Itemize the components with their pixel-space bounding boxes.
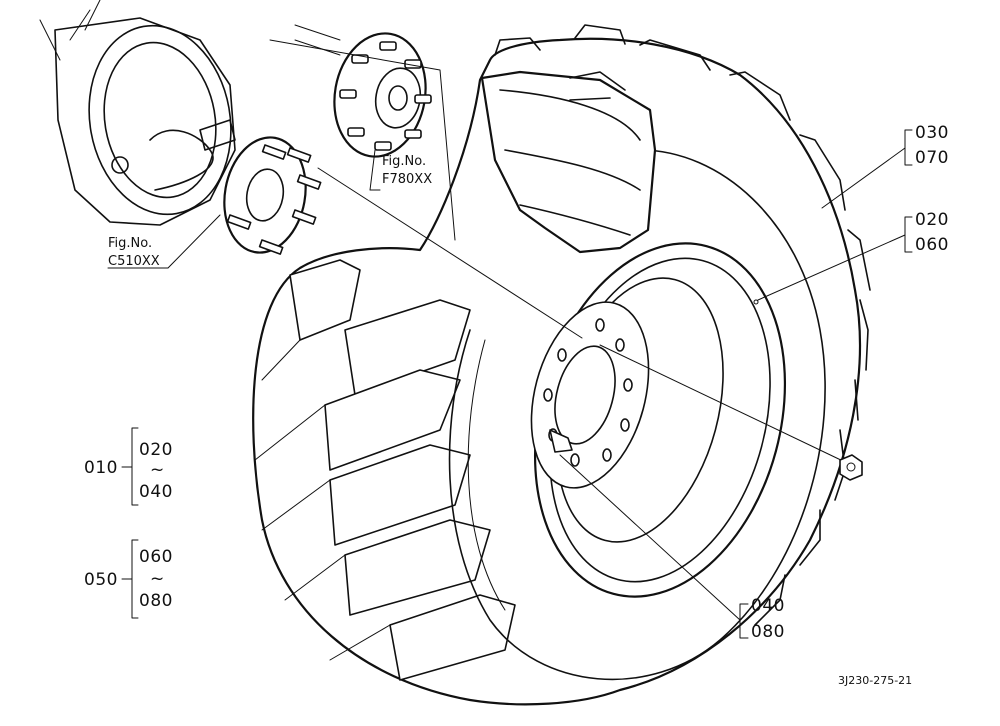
group-010-code: 010 — [84, 458, 118, 478]
callout-080: 080 — [751, 622, 785, 642]
group-050-code: 050 — [84, 570, 118, 590]
wheel-hub-icon — [294, 24, 432, 158]
ref-c510-label: Fig.No. — [108, 236, 152, 251]
group-010-from: 020 — [139, 440, 173, 460]
tire-cutaway — [480, 70, 657, 254]
ref-c510-code: C510XX — [108, 254, 160, 269]
callout-030: 030 — [915, 123, 949, 143]
callout-060: 060 — [915, 235, 949, 255]
wheel-rim-icon — [530, 242, 787, 598]
callout-040: 040 — [751, 596, 785, 616]
group-050-tilde: ~ — [150, 569, 165, 589]
group-050-from: 060 — [139, 547, 173, 567]
axle-hub-icon — [39, 0, 322, 255]
drawing-code: 3J230-275-21 — [838, 674, 912, 687]
callout-leaders — [107, 129, 913, 639]
group-050-to: 080 — [139, 591, 173, 611]
callout-070: 070 — [915, 148, 949, 168]
callout-020: 020 — [915, 210, 949, 230]
ref-f780-label: Fig.No. — [382, 154, 426, 169]
ref-f780-code: F780XX — [382, 172, 432, 187]
group-010-tilde: ~ — [150, 460, 165, 480]
guide-lines — [269, 39, 846, 463]
group-010-to: 040 — [139, 482, 173, 502]
lug-nut-icon — [839, 454, 863, 481]
